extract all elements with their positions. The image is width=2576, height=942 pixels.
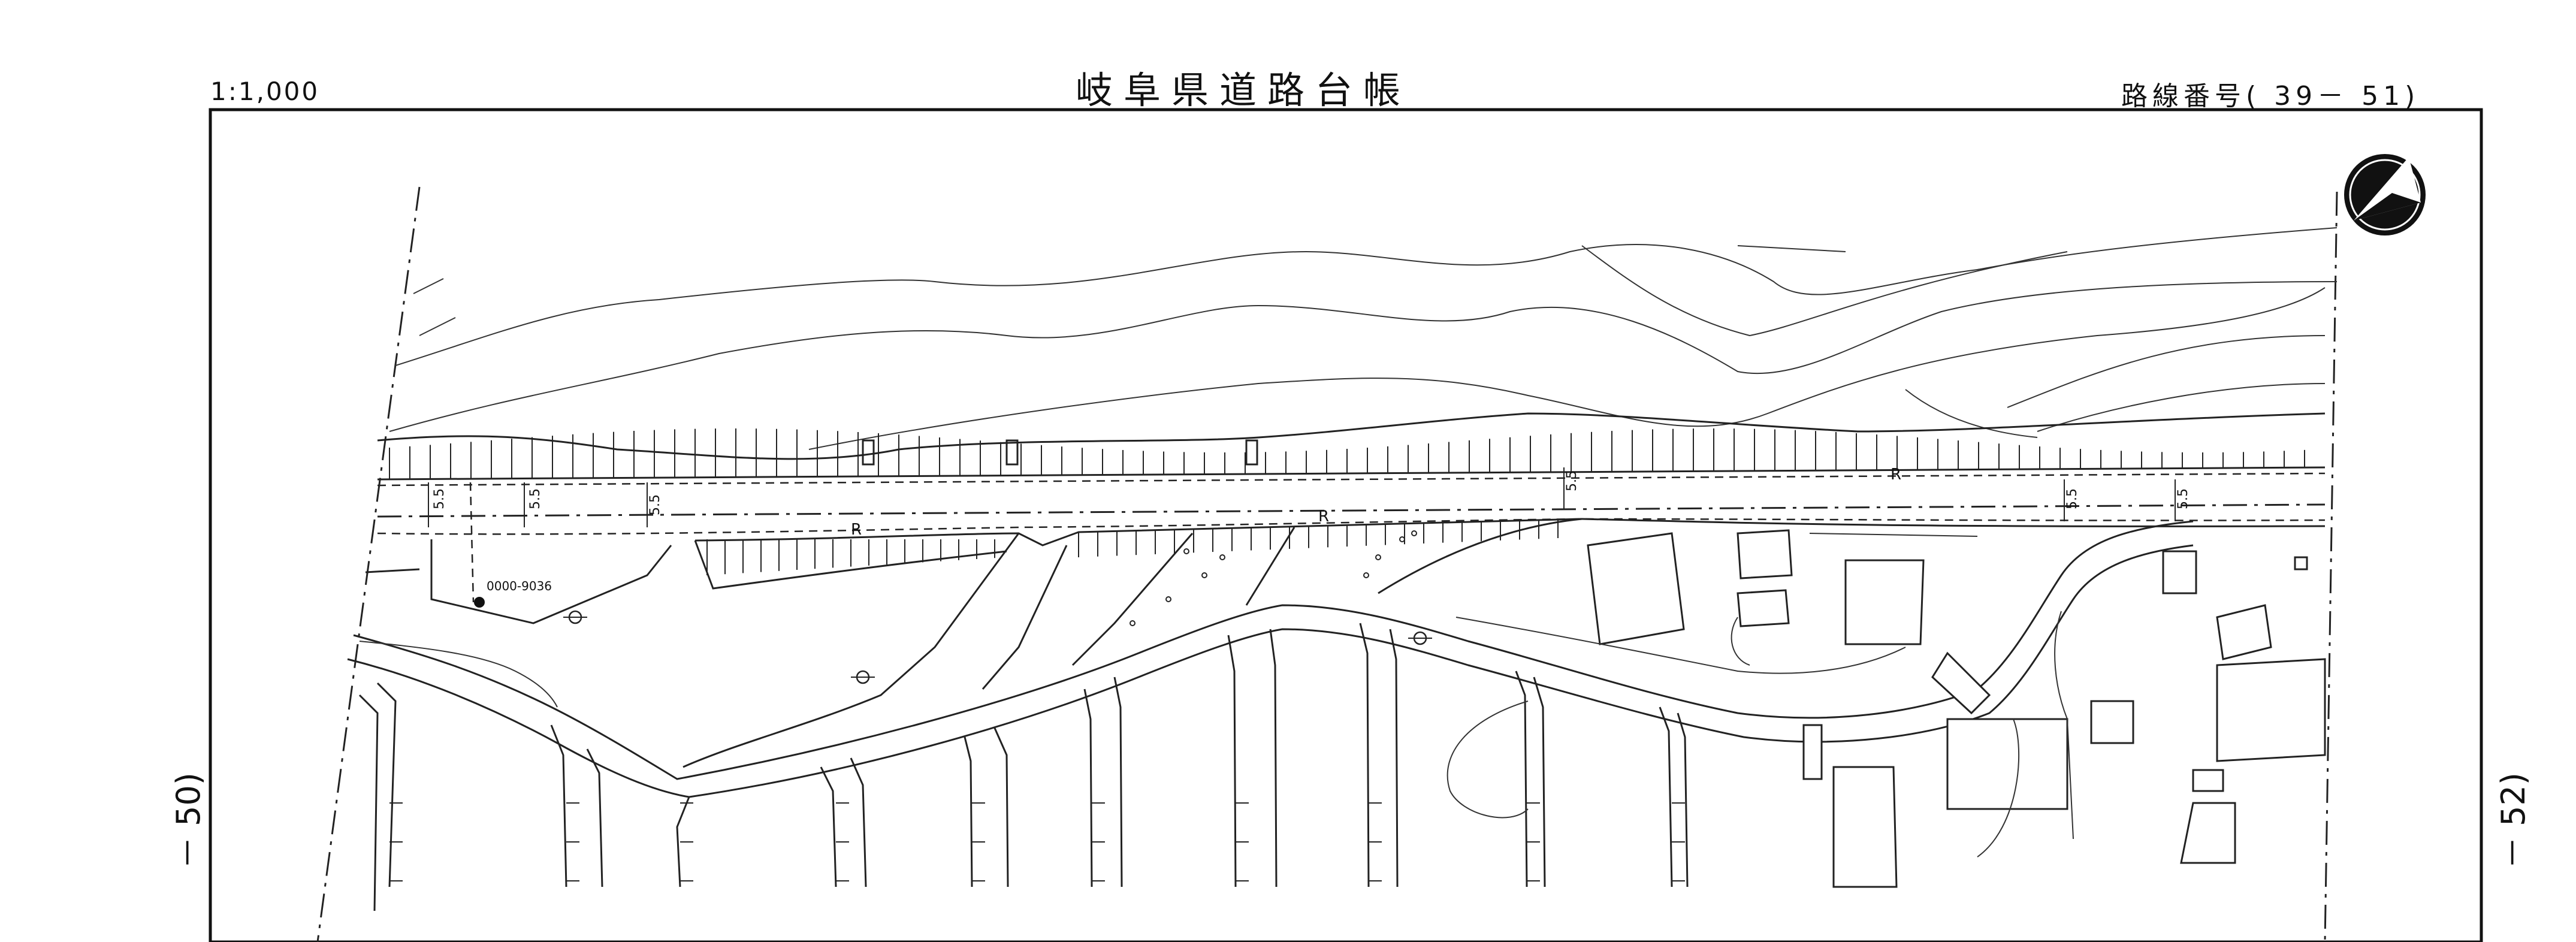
side-lanes [358,623,1689,911]
reference-point-label: 0000-9036 [487,579,552,593]
lower-slope [682,518,1583,768]
side-lane-ticks [389,802,1685,881]
width-label: 5.5 [528,488,543,509]
upper-slope [377,412,2326,481]
width-label: 5.5 [2065,488,2080,509]
culvert-markers [862,439,1258,466]
curve-label: R [1318,508,1329,526]
width-measure-lines [428,467,2176,527]
lower-slope-hatching [706,520,1559,575]
width-label: 5.5 [2176,488,2191,509]
rock-dots [1130,530,1417,626]
buildings [1587,529,2326,888]
reference-point [469,482,485,608]
scale-label: 1:1,000 [210,77,320,106]
parcel-lines [1446,533,2074,858]
width-label: 5.5 [432,488,447,509]
curve-label: R [1891,466,1901,484]
map-title: 岐阜県道路台帳 [1076,68,1412,112]
left-slope [359,539,672,708]
valley-road [347,520,2194,798]
match-line-right [2324,191,2338,942]
width-label: 5.5 [1565,470,1580,491]
curve-label: R [851,521,862,539]
width-label: 5.5 [648,494,663,515]
tree-symbols [563,610,1432,684]
road [377,472,2326,547]
route-number: 路線番号( 39－ 51) [2121,81,2420,111]
contour-lines [389,227,2338,450]
upper-slope-hatching [389,428,2305,479]
match-line-left [316,186,421,942]
north-arrow-icon [2344,154,2426,236]
map-frame [209,108,2483,942]
